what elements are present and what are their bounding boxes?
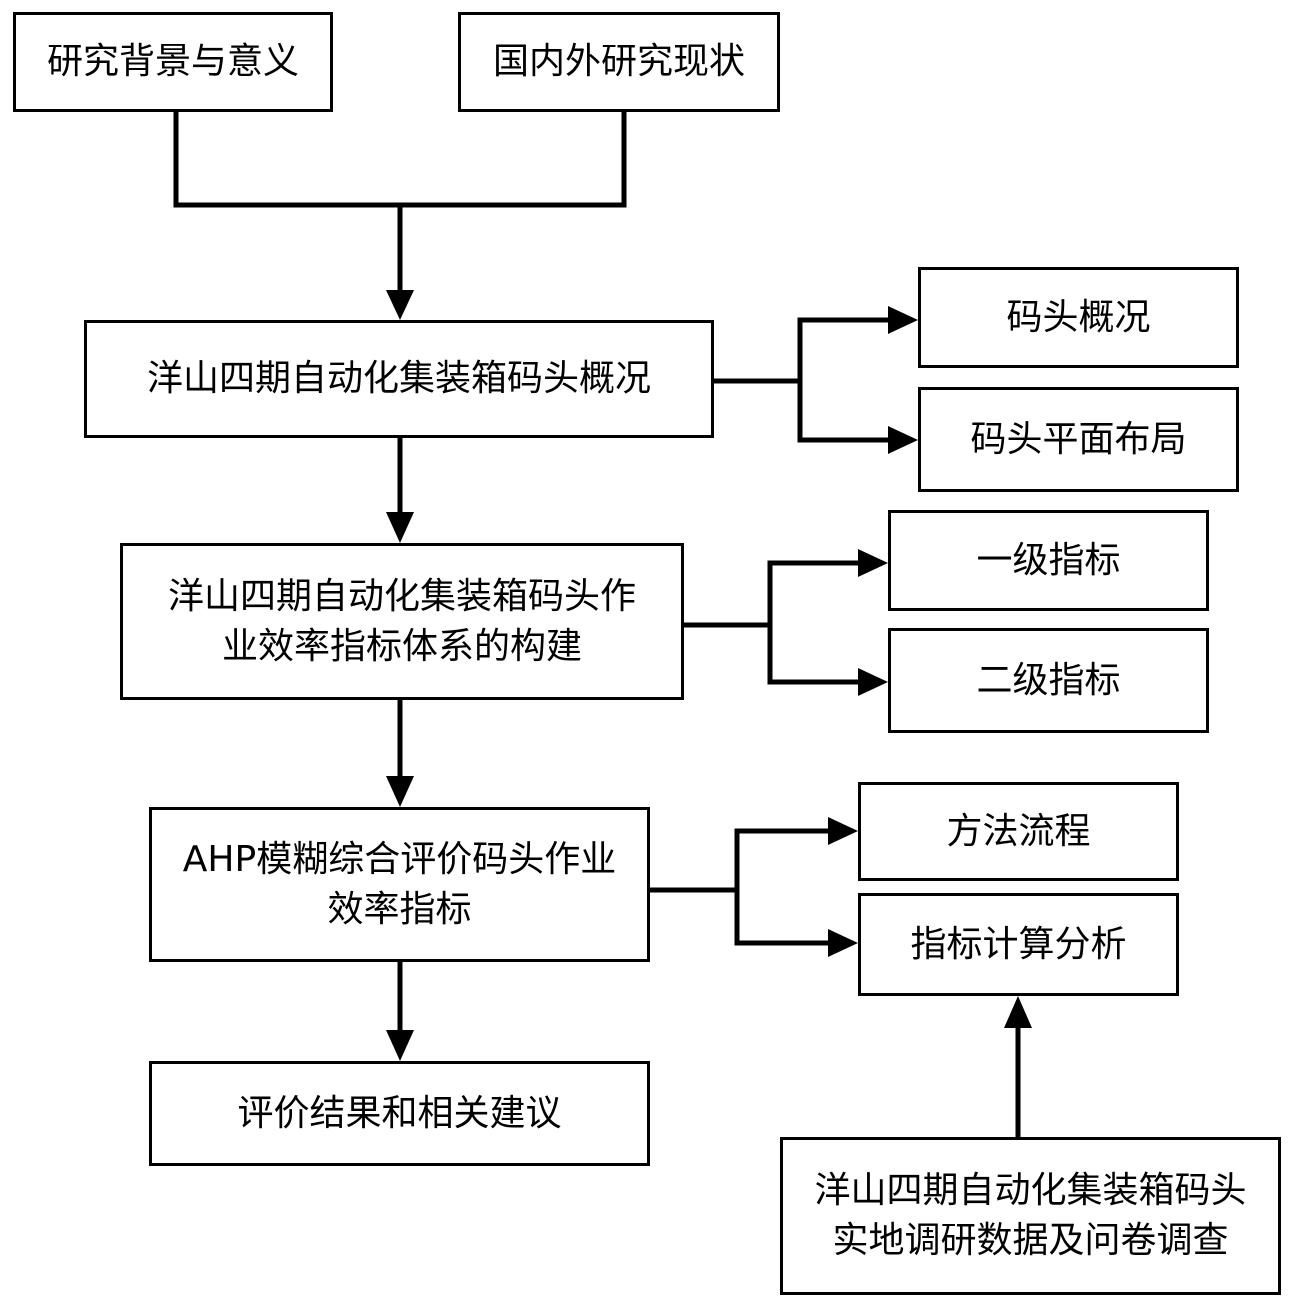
node-research-background-label: 研究背景与意义 [46, 41, 299, 82]
node-terminal-overview: 码头概况 [918, 267, 1239, 368]
node-terminal-overview-main: 洋山四期自动化集装箱码头概况 [84, 320, 714, 438]
node-field-survey-line-1: 洋山四期自动化集装箱码头 [814, 1170, 1247, 1211]
arrowhead-to-overview [386, 290, 414, 320]
node-domestic-foreign-status-label: 国内外研究现状 [492, 41, 745, 82]
node-field-survey-line-2: 实地调研数据及问卷调查 [832, 1220, 1229, 1261]
arrowhead-to-ahp [386, 776, 414, 807]
node-index-system-line-2: 业效率指标体系的构建 [221, 625, 582, 667]
arrowhead-to-terminal-layout [888, 426, 918, 454]
node-terminal-overview-main-label: 洋山四期自动化集装箱码头概况 [146, 358, 651, 399]
arrowhead-to-terminal-overview [888, 306, 918, 334]
node-level2-index: 二级指标 [888, 628, 1209, 733]
node-index-calculation-label: 指标计算分析 [910, 923, 1127, 965]
node-level1-index-label: 一级指标 [976, 539, 1121, 581]
arrowhead-to-level2 [858, 668, 888, 696]
arrowhead-survey-to-calc [1004, 996, 1032, 1028]
node-level1-index: 一级指标 [888, 510, 1209, 611]
connector-branch-method [734, 828, 828, 946]
arrowhead-to-index-calc [828, 929, 858, 957]
node-ahp-evaluation-line-1: AHP模糊综合评价码头作业 [182, 838, 617, 880]
node-research-background: 研究背景与意义 [13, 12, 333, 112]
node-domestic-foreign-status: 国内外研究现状 [458, 12, 780, 112]
node-method-flow-label: 方法流程 [946, 810, 1091, 852]
node-index-system-line-1: 洋山四期自动化集装箱码头作 [167, 575, 636, 617]
node-results-suggestions-label: 评价结果和相关建议 [237, 1092, 562, 1134]
arrowhead-to-results [386, 1030, 414, 1061]
connector-branch-levels [767, 560, 858, 685]
node-terminal-layout-label: 码头平面布局 [970, 418, 1187, 460]
node-ahp-evaluation: AHP模糊综合评价码头作业 效率指标 [149, 807, 650, 962]
node-field-survey: 洋山四期自动化集装箱码头 实地调研数据及问卷调查 [780, 1137, 1281, 1295]
node-terminal-overview-label: 码头概况 [1006, 296, 1151, 338]
node-level2-index-label: 二级指标 [976, 659, 1121, 701]
arrowhead-to-index [386, 512, 414, 543]
node-ahp-evaluation-line-2: 效率指标 [327, 888, 472, 930]
node-method-flow: 方法流程 [858, 782, 1179, 881]
node-index-system: 洋山四期自动化集装箱码头作 业效率指标体系的构建 [120, 543, 684, 700]
arrowhead-to-method-flow [828, 817, 858, 845]
arrowhead-to-level1 [858, 549, 888, 577]
node-results-suggestions: 评价结果和相关建议 [149, 1061, 650, 1166]
node-terminal-layout: 码头平面布局 [918, 387, 1239, 492]
connector-background-merge [173, 112, 627, 208]
connector-branch-overview [797, 317, 888, 443]
node-index-calculation: 指标计算分析 [858, 893, 1179, 996]
